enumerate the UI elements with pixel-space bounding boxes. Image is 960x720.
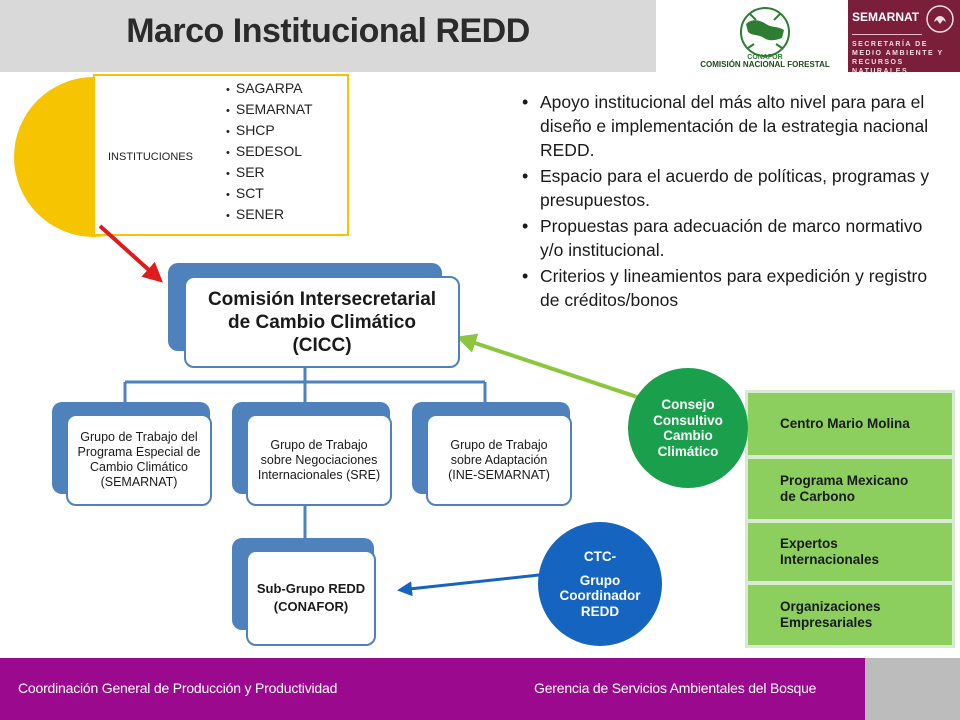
wg-line: Internacionales (SRE) [257,467,381,482]
footer-gray-strip [865,658,960,720]
consejo-arrow [456,333,641,400]
function-bullet: Propuestas para adecuación de marco norm… [522,214,942,262]
institutions-list: SAGARPA SEMARNAT SHCP SEDESOL SER SCT SE… [226,79,313,226]
member-line: Empresariales [780,615,873,630]
consejo-member: Expertos Internacionales [748,523,952,581]
conafor-caption: COMISIÓN NACIONAL FORESTAL [700,60,830,69]
wg-line: Grupo de Trabajo del [80,430,198,444]
function-bullet: Espacio para el acuerdo de políticas, pr… [522,164,942,212]
wg-line: sobre Negociaciones [260,452,378,467]
cicc-box: Comisión Intersecretarial de Cambio Clim… [184,276,460,368]
consejo-line: Consultivo [653,412,723,428]
wg-line: Grupo de Trabajo [270,437,368,452]
wg-line: sobre Adaptación [450,452,548,467]
cicc-line: de Cambio Climático [228,311,416,333]
title-band [0,0,656,72]
semarnat-logo [848,0,960,72]
consejo-consultivo-circle: Consejo Consultivo Cambio Climático [628,368,748,488]
consejo-line: Consejo [661,397,715,412]
footer-right-text: Gerencia de Servicios Ambientales del Bo… [534,680,817,696]
institutions-label: INSTITUCIONES [108,151,193,163]
subgroup-line: (CONAFOR) [273,599,349,614]
page-title: Marco Institucional REDD [126,12,530,50]
member-line: Centro Mario Molina [780,416,910,431]
consejo-member: Centro Mario Molina [748,393,952,455]
ctc-arrow [397,572,549,597]
cicc-functions-list: Apoyo institucional del más alto nivel p… [522,90,942,314]
working-group-box: Grupo de Trabajo sobre Negociaciones Int… [246,414,392,506]
institution-item: SAGARPA [226,79,313,100]
member-line: de Carbono [780,489,856,504]
consejo-line: Cambio [663,428,713,443]
institution-item: SENER [226,205,313,226]
member-line: Internacionales [780,552,880,567]
consejo-member: Organizaciones Empresariales [748,585,952,645]
consejo-line: Climático [657,443,719,459]
ctc-coordinator-circle: CTC- Grupo Coordinador REDD [538,522,662,646]
working-group-box: Grupo de Trabajo del Programa Especial d… [66,414,212,506]
function-bullet: Criterios y lineamientos para expedición… [522,264,942,312]
working-group-box: Grupo de Trabajo sobre Adaptación (INE-S… [426,414,572,506]
wg-line: (INE-SEMARNAT) [448,467,550,482]
ctc-line: REDD [580,603,620,619]
member-line: Organizaciones [780,599,881,614]
institution-item: SHCP [226,121,313,142]
semarnat-wordmark: SEMARNAT [852,10,920,24]
subgroup-line: Sub-Grupo REDD [256,581,366,596]
institution-item: SEMARNAT [226,100,313,121]
semarnat-divider [852,34,922,35]
ctc-line: Grupo [579,572,621,588]
wg-line: Programa Especial de [77,445,201,459]
ctc-line: Coordinador [559,588,641,603]
cicc-line: (CICC) [292,334,352,356]
footer-left-text: Coordinación General de Producción y Pro… [18,680,338,696]
function-bullet: Apoyo institucional del más alto nivel p… [522,90,942,162]
semarnat-subtitle: SECRETARÍA DE MEDIO AMBIENTE Y RECURSOS … [852,41,944,75]
wg-line: Grupo de Trabajo [450,437,548,452]
consejo-member: Programa Mexicano de Carbono [748,459,952,519]
institution-item: SCT [226,184,313,205]
ctc-line: CTC- [583,549,617,564]
wg-line: Cambio Climático [90,460,188,474]
subgroup-redd-box: Sub-Grupo REDD (CONAFOR) [246,550,376,646]
wg-line: (SEMARNAT) [100,475,178,489]
conafor-wordmark: CONAFOR [747,54,782,61]
conafor-logo: CONAFOR [740,7,790,61]
institution-item: SER [226,163,313,184]
cicc-line: Comisión Intersecretarial [207,288,437,310]
member-line: Expertos [780,536,838,551]
institutions-arrow [98,224,163,283]
mexico-seal-icon [926,5,954,33]
institution-item: SEDESOL [226,142,313,163]
footer-bar [0,658,865,720]
member-line: Programa Mexicano [780,473,909,488]
